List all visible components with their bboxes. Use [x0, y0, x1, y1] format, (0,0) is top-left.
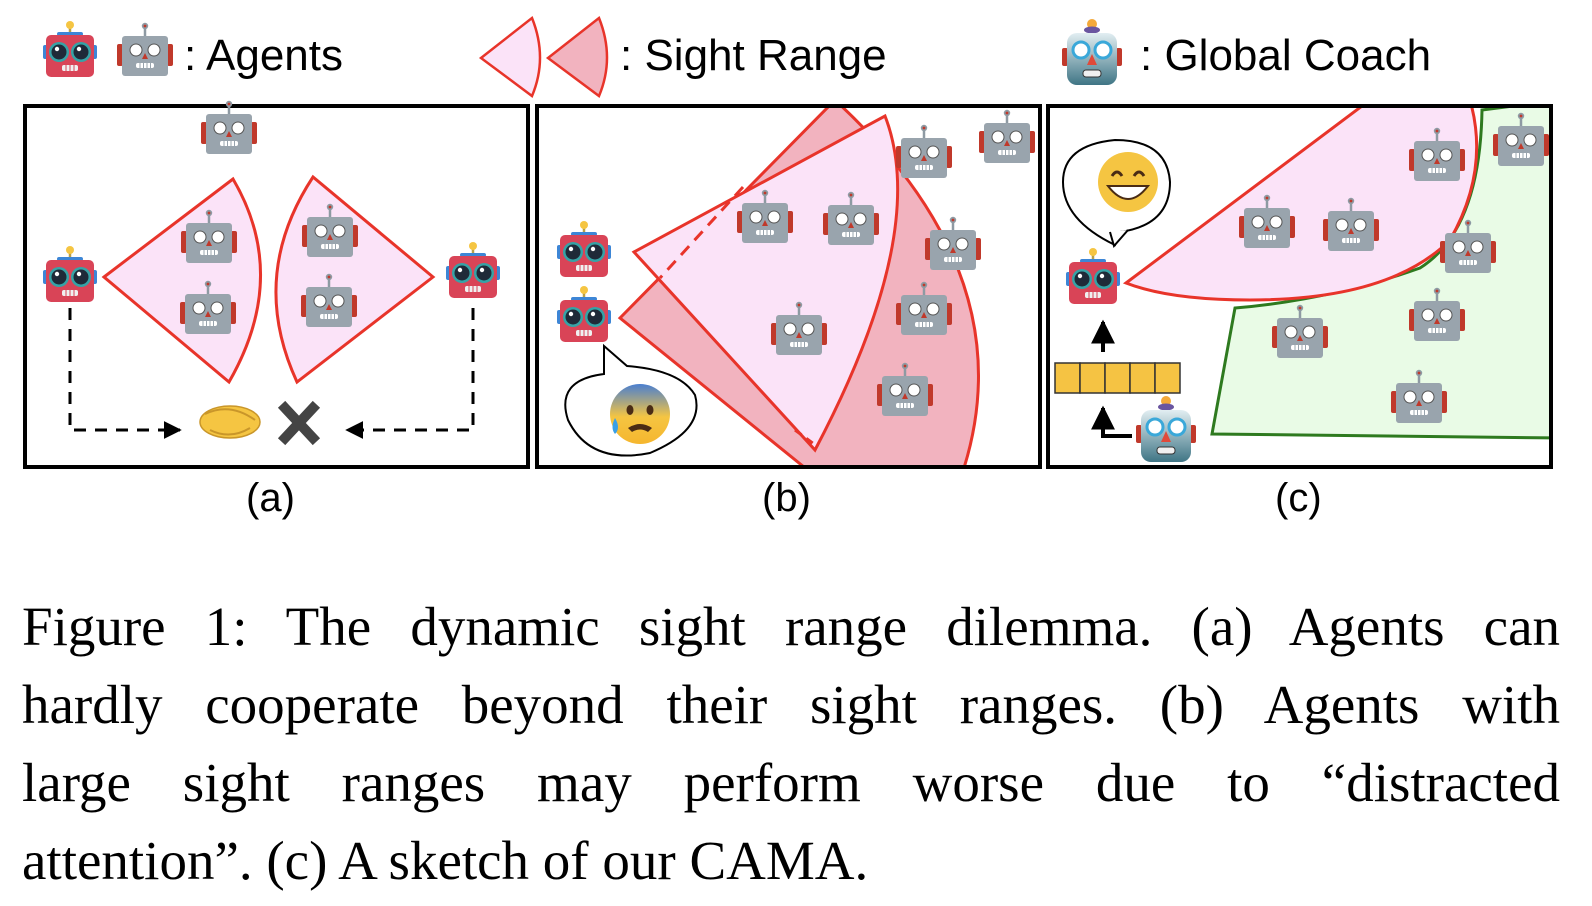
legend-dark-sight-range-sector-icon: [545, 15, 609, 98]
caption-line: Figure 1: The dynamic sight range dilemm…: [22, 596, 1560, 657]
panel-c: [1046, 104, 1553, 469]
subfigure-label-a: (a): [246, 476, 295, 520]
legend-light-sight-range-sector-icon: [478, 15, 542, 98]
message-vector-icon: [1054, 362, 1181, 394]
sight-range-agent: [1122, 106, 1479, 302]
subfigure-label-b: (b): [762, 476, 811, 520]
anxious-face-icon: [610, 384, 670, 444]
caption-line: attention”. (c) A sketch of our CAMA.: [22, 830, 869, 891]
legend-red-robot-icon: [41, 19, 99, 79]
handshake-icon: [199, 405, 261, 439]
legend-gray-robot-icon: [115, 21, 175, 78]
panel-b: [535, 104, 1042, 469]
figure-caption: Figure 1: The dynamic sight range dilemm…: [22, 588, 1560, 900]
caption-line: large sight ranges may perform worse due…: [22, 752, 1560, 813]
legend-sight-range-label: : Sight Range: [620, 31, 887, 80]
dashed-arrow-left: [68, 308, 182, 439]
legend-agents-label: : Agents: [184, 31, 344, 80]
panel-a: [23, 99, 530, 469]
arrow-coach-to-vector: [1091, 405, 1132, 438]
subfigure-label-c: (c): [1275, 476, 1322, 520]
caption-line: hardly cooperate beyond their sight rang…: [22, 674, 1560, 735]
grinning-face-icon: [1098, 152, 1158, 212]
legend-global-coach-label: : Global Coach: [1140, 31, 1432, 80]
legend-coach-robot-icon: [1060, 17, 1124, 87]
cross-mark-icon: [277, 400, 321, 446]
sight-range-small: [631, 113, 900, 453]
